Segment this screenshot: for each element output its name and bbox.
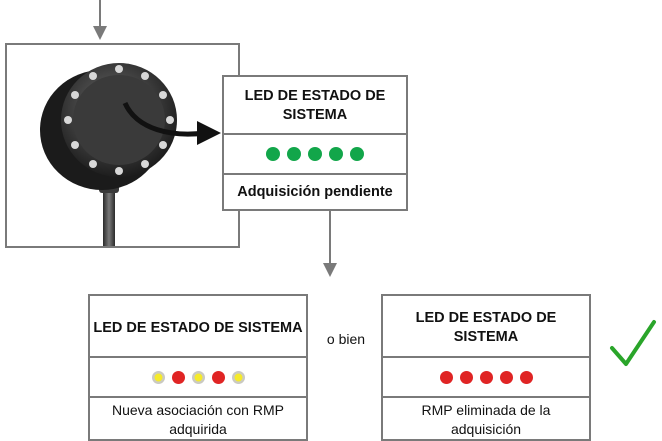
led-red xyxy=(459,370,473,384)
led-yellow xyxy=(191,370,205,384)
top-box-status: Adquisición pendiente xyxy=(237,184,393,200)
led-green xyxy=(329,147,343,161)
connector-text: o bien xyxy=(326,331,366,347)
right-led-row xyxy=(383,358,589,396)
led-green xyxy=(287,147,301,161)
right-status-box: LED DE ESTADO DE SISTEMA RMP eliminada d… xyxy=(381,294,591,441)
led-yellow xyxy=(231,370,245,384)
led-green xyxy=(308,147,322,161)
led-red xyxy=(519,370,533,384)
led-red xyxy=(439,370,453,384)
device-photo xyxy=(40,63,221,246)
right-box-title: LED DE ESTADO DE SISTEMA xyxy=(415,310,557,345)
down-arrow-icon xyxy=(323,209,337,277)
led-green xyxy=(266,147,280,161)
led-green xyxy=(350,147,364,161)
led-red xyxy=(479,370,493,384)
left-box-title: LED DE ESTADO DE SISTEMA xyxy=(93,319,303,336)
led-red xyxy=(211,370,225,384)
down-arrow-icon xyxy=(93,0,107,40)
left-status-box: LED DE ESTADO DE SISTEMA Nueva asociació… xyxy=(88,294,308,441)
left-box-status: Nueva asociación con RMP adquirida xyxy=(112,402,284,437)
device-image-frame xyxy=(5,43,240,248)
check-icon xyxy=(610,320,656,366)
left-led-row xyxy=(90,358,306,396)
right-box-status: RMP eliminada de la adquisición xyxy=(421,402,551,437)
curved-arrow-icon xyxy=(122,101,206,137)
led-yellow xyxy=(151,370,165,384)
top-box-title: LED DE ESTADO DE SISTEMA xyxy=(244,88,386,123)
top-status-box: LED DE ESTADO DE SISTEMA Adquisición pen… xyxy=(222,75,408,211)
led-red xyxy=(499,370,513,384)
led-red xyxy=(171,370,185,384)
top-led-row xyxy=(224,135,406,173)
